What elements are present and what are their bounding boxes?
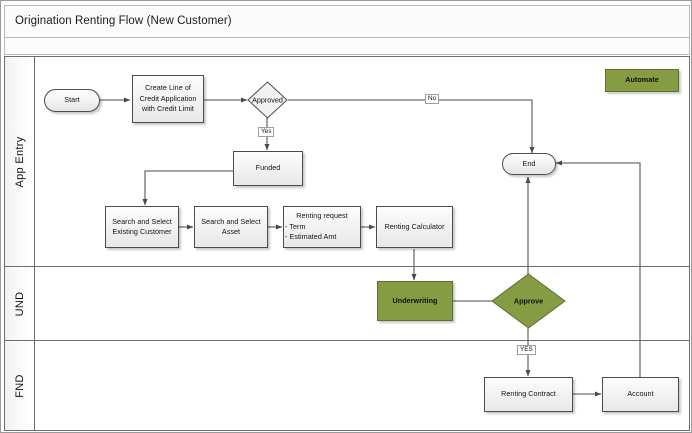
node-funded-label: Funded (255, 163, 281, 173)
node-start[interactable]: Start (44, 89, 100, 112)
approve-diamond-shape (491, 273, 566, 329)
node-end[interactable]: End (502, 153, 556, 175)
swimlane-label-app-entry: App Entry (13, 135, 26, 188)
swimlane-body-fnd (35, 341, 689, 430)
diagram-title-bar: Origination Renting Flow (New Customer) (4, 5, 690, 38)
node-renting-calculator[interactable]: Renting Calculator (376, 206, 453, 248)
node-underwriting[interactable]: Underwriting (377, 281, 453, 321)
node-approve-decision[interactable]: Approve (491, 273, 566, 329)
edge-label-approved-yes: Yes (258, 127, 275, 137)
swimlane-header-app-entry: App Entry (5, 57, 35, 266)
node-renting-request-title: Renting request (296, 211, 348, 221)
node-renting-contract-label: Renting Contract (501, 389, 556, 399)
node-renting-request-line-term: - Term (285, 221, 306, 231)
edge-label-approve-yes: YES (517, 345, 536, 355)
node-start-label: Start (64, 95, 80, 105)
node-create-line-of-credit[interactable]: Create Line of Credit Application with C… (132, 75, 204, 123)
node-search-select-existing-customer[interactable]: Search and Select Existing Customer (105, 206, 179, 248)
legend-automate-box[interactable]: Automate (605, 69, 679, 92)
node-renting-request[interactable]: Renting request - Term - Estimated Amt (283, 206, 361, 248)
edge-label-approve-yes-text: YES (520, 346, 533, 353)
node-account-label: Account (627, 389, 654, 399)
node-renting-calculator-label: Renting Calculator (384, 221, 445, 231)
swimlane-header-und: UND (5, 267, 35, 340)
legend-automate-label: Automate (625, 75, 659, 85)
node-renting-request-line-estimated-amt: - Estimated Amt (285, 232, 337, 242)
swimlane-header-fnd: FND (5, 341, 35, 430)
edge-label-approved-no: No (425, 94, 440, 104)
page-title: Origination Renting Flow (New Customer) (15, 15, 232, 27)
node-create-line-of-credit-label: Create Line of Credit Application with C… (139, 83, 197, 114)
swimlane-label-und: UND (13, 291, 26, 316)
node-search-select-existing-customer-label: Search and Select Existing Customer (112, 216, 172, 236)
node-search-select-asset[interactable]: Search and Select Asset (194, 206, 268, 248)
node-approved-label: Approved (252, 95, 283, 105)
diagram-subheader-bar (4, 38, 690, 55)
node-search-select-asset-label: Search and Select Asset (201, 216, 261, 236)
swimlane-label-fnd: FND (13, 373, 26, 398)
node-funded[interactable]: Funded (233, 151, 303, 186)
node-renting-contract[interactable]: Renting Contract (484, 377, 573, 412)
approved-diamond-shape (247, 81, 288, 119)
node-underwriting-label: Underwriting (392, 295, 438, 305)
node-approved-decision[interactable]: Approved (247, 81, 288, 119)
swimlane-app-entry: App Entry (5, 57, 689, 266)
swimlane-fnd: FND (5, 340, 689, 430)
node-account[interactable]: Account (602, 377, 679, 412)
edge-label-approved-yes-text: Yes (261, 128, 272, 135)
swimlane-und: UND (5, 266, 689, 340)
swimlane-body-und (35, 267, 689, 340)
node-end-label: End (522, 158, 536, 168)
edge-label-approved-no-text: No (428, 95, 437, 102)
node-approve-label: Approve (513, 296, 544, 306)
